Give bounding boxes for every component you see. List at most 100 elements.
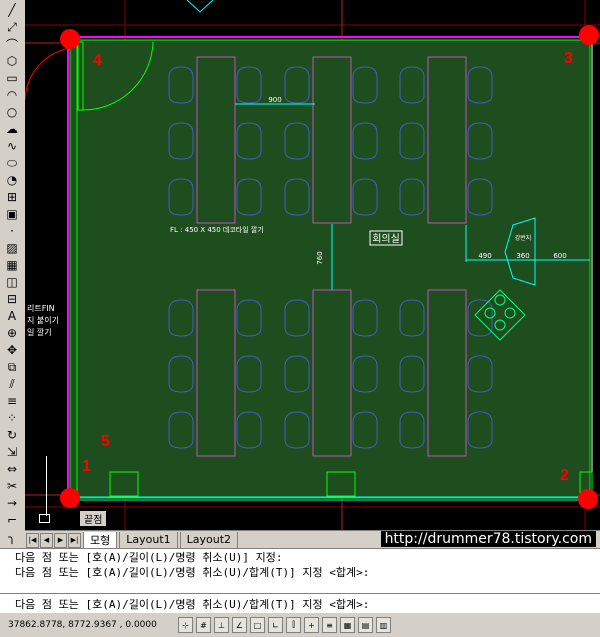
dim-text-right-3: 600 (553, 252, 566, 260)
spline-icon[interactable]: ∿ (6, 139, 18, 153)
copy-icon[interactable]: ⧉ (7, 359, 17, 374)
break-icon[interactable]: ⌐ (6, 513, 18, 527)
floor-note: FL : 450 X 450 데코타일 깔기 (170, 225, 264, 234)
trim-icon[interactable]: ✂ (6, 479, 18, 493)
add-selected-icon[interactable]: ⊕ (6, 326, 18, 340)
prev-tab-icon[interactable]: ◀ (40, 532, 53, 548)
chair (467, 178, 493, 216)
chair (399, 299, 425, 337)
polygon-icon[interactable]: ⬡ (6, 54, 18, 68)
hatch-icon[interactable]: ▨ (6, 241, 18, 255)
chair (352, 299, 378, 337)
insert-block-icon[interactable]: ⊞ (6, 190, 18, 204)
corner-number-2: 2 (560, 467, 569, 484)
tab-layout1[interactable]: Layout1 (119, 531, 178, 549)
qp-icon[interactable]: ▤ (358, 617, 373, 633)
left-note-2: 지 붙이기 (27, 316, 59, 325)
ucs-icon (39, 514, 50, 523)
table-2 (312, 56, 352, 224)
sc-icon[interactable]: ▥ (376, 617, 391, 633)
drawing-canvas[interactable]: 900 760 490 360 600 FL : 450 X 450 데코타일 … (25, 0, 600, 530)
chair (399, 411, 425, 449)
corner-number-1: 1 (82, 458, 91, 475)
rectangle-icon[interactable]: ▭ (6, 71, 18, 85)
chair (467, 66, 493, 104)
dyn-icon[interactable]: + (304, 617, 319, 633)
ellipse-arc-icon[interactable]: ◔ (6, 173, 18, 187)
chair (168, 355, 194, 393)
table-icon[interactable]: ⊟ (6, 292, 18, 306)
command-history-2: 다음 점 또는 [호(A)/길이(L)/명령 취소(U)/합계(T)] 지정 <… (15, 566, 370, 579)
lwt-icon[interactable]: ≡ (322, 617, 337, 633)
left-note-3: 일 깔기 (27, 328, 52, 337)
coordinate-display: 37862.8778, 8772.9367 , 0.0000 (8, 620, 157, 630)
scale-icon[interactable]: ⇲ (6, 445, 18, 459)
snap-icon[interactable]: ⊹ (178, 617, 193, 633)
watermark: http://drummer78.tistory.com (380, 531, 596, 547)
corner-number-3: 3 (564, 50, 573, 67)
table-1 (196, 56, 236, 224)
arc-icon[interactable]: ◠ (6, 88, 18, 102)
equipment-symbol (474, 289, 526, 341)
region-icon[interactable]: ◫ (6, 275, 18, 289)
chair (352, 411, 378, 449)
xline-icon[interactable]: ⤢ (7, 19, 17, 34)
tab-model[interactable]: 모형 (83, 531, 118, 549)
fillet-icon[interactable]: ╮ (8, 530, 16, 544)
model-icon[interactable]: ▦ (340, 617, 355, 633)
line-icon[interactable]: ╱ (8, 3, 16, 17)
move-icon[interactable]: ✥ (6, 343, 18, 357)
revcloud-icon[interactable]: ☁ (6, 122, 18, 136)
dim-text-vertical: 760 (316, 251, 324, 264)
osnap-icon[interactable]: □ (250, 617, 265, 633)
chair (467, 299, 493, 337)
ortho-icon[interactable]: ⊥ (214, 617, 229, 633)
otrack-icon[interactable]: ∟ (268, 617, 283, 633)
polar-icon[interactable]: ∠ (232, 617, 247, 633)
first-tab-icon[interactable]: |◀ (26, 532, 39, 548)
stretch-icon[interactable]: ⇔ (6, 462, 18, 476)
status-bar: 37862.8778, 8772.9367 , 0.0000 ⊹#⊥∠□∟⫿+≡… (0, 612, 600, 637)
column-middle (326, 471, 356, 497)
corner-marker-dot-2 (578, 489, 598, 509)
chair (236, 122, 262, 160)
room-name: 회의실 (372, 233, 400, 245)
chair (284, 355, 310, 393)
array-icon[interactable]: ⁘ (6, 411, 18, 425)
extend-icon[interactable]: → (6, 496, 18, 510)
gradient-icon[interactable]: ▦ (6, 258, 18, 272)
circle-icon[interactable]: ○ (6, 105, 18, 119)
polyline-icon[interactable]: ⌒ (5, 37, 18, 52)
status-toggle-group: ⊹#⊥∠□∟⫿+≡▦▤▥ (178, 617, 394, 633)
chair (284, 299, 310, 337)
chair (352, 178, 378, 216)
point-icon[interactable]: · (10, 224, 14, 238)
draw-toolbar: ╱ ⤢ ⌒ ⬡ ▭ ◠ ○ ☁ ∿ ⬭ ◔ ⊞ ▣ · ▨ ▦ ◫ ⊟ A ⊕ ✥ ⧉ ⫽ ≡ ⁘ ↻ ⇲ ⇔ ✂ → ⌐ ╮ (0, 0, 26, 548)
cad-drawing[interactable]: 900 760 490 360 600 FL : 450 X 450 데코타일 … (25, 0, 600, 530)
offset-icon[interactable]: ≡ (6, 394, 18, 408)
chair (168, 178, 194, 216)
chair (168, 411, 194, 449)
chair (352, 66, 378, 104)
chair (467, 355, 493, 393)
ducs-icon[interactable]: ⫿ (286, 617, 301, 633)
rotate-icon[interactable]: ↻ (6, 428, 18, 442)
mtext-icon[interactable]: A (7, 309, 17, 323)
dim-text-right-2: 360 (516, 252, 529, 260)
chair (399, 66, 425, 104)
chair (352, 122, 378, 160)
next-tab-icon[interactable]: ▶ (54, 532, 67, 548)
north-marker (186, 0, 214, 13)
dim-text-right-1: 490 (478, 252, 491, 260)
ellipse-icon[interactable]: ⬭ (6, 155, 18, 170)
make-block-icon[interactable]: ▣ (6, 207, 18, 221)
tab-layout2[interactable]: Layout2 (179, 531, 239, 549)
last-tab-icon[interactable]: ▶| (68, 532, 81, 548)
grid-icon[interactable]: # (196, 617, 211, 633)
command-history-1: 다음 점 또는 [호(A)/길이(L)/명령 취소(U)] 지정: (15, 551, 283, 564)
chair (399, 122, 425, 160)
mirror-icon[interactable]: ⫽ (9, 376, 15, 391)
door-swing (82, 41, 154, 111)
command-prompt[interactable]: 다음 점 또는 [호(A)/길이(L)/명령 취소(U)/합계(T)] 지정 <… (15, 598, 370, 611)
command-window[interactable]: 다음 점 또는 [호(A)/길이(L)/명령 취소(U)] 지정: 다음 점 또… (0, 548, 600, 613)
